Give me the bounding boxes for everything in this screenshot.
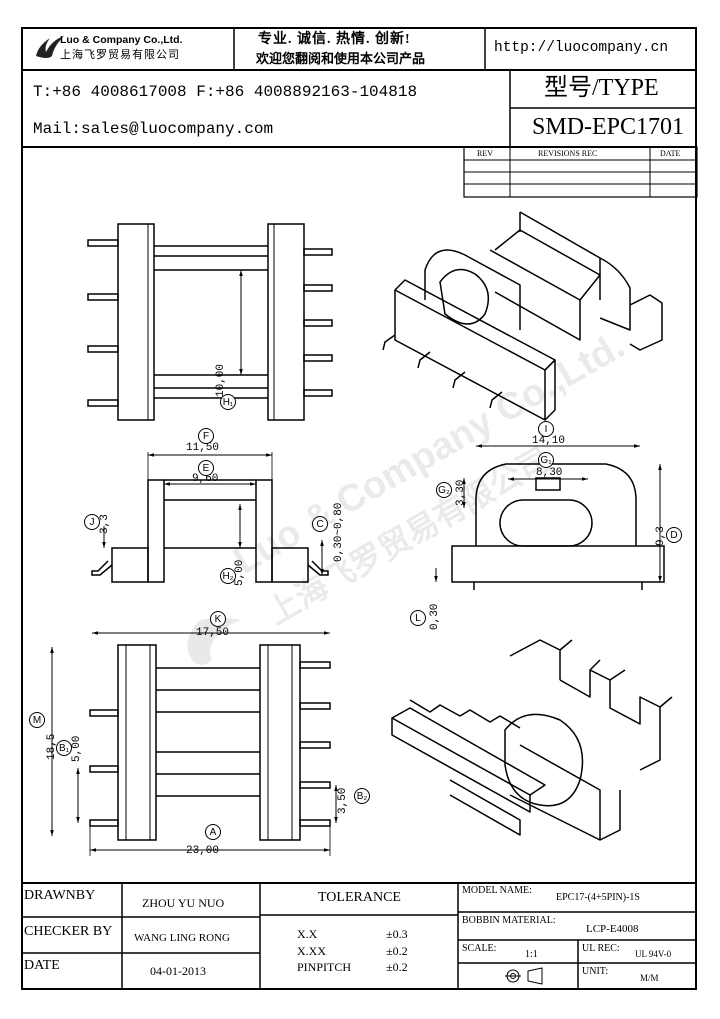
company-name-en: Luo & Company Co.,Ltd. [60, 34, 183, 46]
marker-m: M [29, 712, 45, 728]
company-name-cn: 上海飞罗贸易有限公司 [60, 49, 180, 61]
scale-value: 1:1 [525, 949, 538, 960]
bobbin-label: BOBBIN MATERIAL: [462, 915, 556, 926]
dim-h2-value: 5,00 [234, 559, 246, 586]
slogan-line-1: 专业. 诚信. 热情. 创新! [258, 32, 411, 47]
dim-k-value: 17,50 [196, 627, 230, 639]
model-name-label: MODEL NAME: [462, 885, 532, 896]
dim-i-value: 14,10 [532, 435, 566, 447]
front-view-top [87, 223, 333, 421]
marker-k: K [210, 611, 226, 627]
bottom-view [50, 631, 338, 856]
unit-value: M/M [640, 973, 659, 983]
tol-row-1-value: ±0.3 [386, 927, 408, 941]
marker-c: C [312, 516, 328, 532]
website-link[interactable]: http://luocompany.cn [494, 40, 669, 56]
rev-col-rev: REV [477, 149, 493, 158]
title-block-grid [21, 882, 697, 990]
drawing-frame [21, 27, 697, 990]
marker-j: J [84, 514, 100, 530]
tol-row-3-key: PINPITCH [297, 960, 352, 974]
ul-label: UL REC: [582, 943, 620, 954]
dim-a-value: 23,00 [186, 845, 220, 857]
isometric-view-bottom [391, 639, 673, 841]
mail-address[interactable]: Mail:sales@luocompany.com [33, 120, 274, 138]
scale-label: SCALE: [462, 943, 497, 954]
dim-h1-value: 10,00 [215, 363, 227, 397]
dim-c-value: 0,30~0,80 [333, 502, 345, 562]
marker-g1: G₁ [538, 452, 554, 468]
marker-b1: B₁ [56, 740, 72, 756]
model-name-value: EPC17-(4+5PIN)-1S [556, 892, 640, 903]
marker-h2: H₂ [220, 568, 236, 584]
model-code: SMD-EPC1701 [532, 114, 685, 140]
checker-value: WANG LING RONG [134, 932, 230, 944]
dim-g1-value: 8,30 [536, 467, 563, 479]
marker-l: L [410, 610, 426, 626]
drawnby-label: DRAWNBY [24, 888, 96, 903]
tol-row-2-key: X.XX [297, 944, 326, 958]
dim-f-value: 11,50 [186, 442, 220, 454]
tol-row-1-key: X.X [297, 927, 318, 941]
dim-j-value: 3,3 [99, 514, 111, 534]
dim-b1-value: 5,00 [71, 735, 83, 762]
dim-e-value: 9,60 [192, 473, 219, 485]
checker-label: CHECKER BY [24, 924, 113, 939]
marker-e: E [198, 460, 214, 476]
marker-d: D [666, 527, 682, 543]
tolerance-label: TOLERANCE [318, 890, 401, 905]
dim-b2-value: 3,50 [337, 787, 349, 814]
rev-col-date: DATE [660, 149, 681, 158]
date-value: 04-01-2013 [150, 964, 206, 978]
watermark-logo-icon [187, 618, 242, 665]
marker-g2: G₂ [436, 482, 452, 498]
date-label: DATE [24, 958, 60, 973]
unit-label: UNIT: [582, 966, 609, 977]
projection-symbol-icon [505, 967, 543, 985]
phone-fax: T:+86 4008617008 F:+86 4008892163-104818 [33, 83, 418, 101]
type-label: 型号/TYPE [544, 75, 659, 101]
rev-col-rec: REVISIONS REC [538, 149, 598, 158]
bobbin-value: LCP-E4008 [586, 923, 639, 935]
dim-g2-value: 3,30 [455, 479, 467, 506]
tol-row-2-value: ±0.2 [386, 944, 408, 958]
marker-i: I [538, 421, 554, 437]
marker-b2: B₂ [354, 788, 370, 804]
drawnby-value: ZHOU YU NUO [142, 896, 225, 910]
company-logo-icon [36, 36, 64, 58]
isometric-view-top [382, 211, 663, 421]
end-view [434, 444, 665, 590]
header-grid [21, 28, 698, 198]
marker-a: A [205, 824, 221, 840]
ul-value: UL 94V-0 [635, 949, 672, 959]
slogan-line-2: 欢迎您翻阅和使用本公司产品 [256, 51, 426, 66]
side-view [91, 452, 329, 583]
tol-row-3-value: ±0.2 [386, 960, 408, 974]
marker-h1: H₁ [220, 394, 236, 410]
marker-f: F [198, 428, 214, 444]
dim-l-value: 0,30 [429, 603, 441, 630]
